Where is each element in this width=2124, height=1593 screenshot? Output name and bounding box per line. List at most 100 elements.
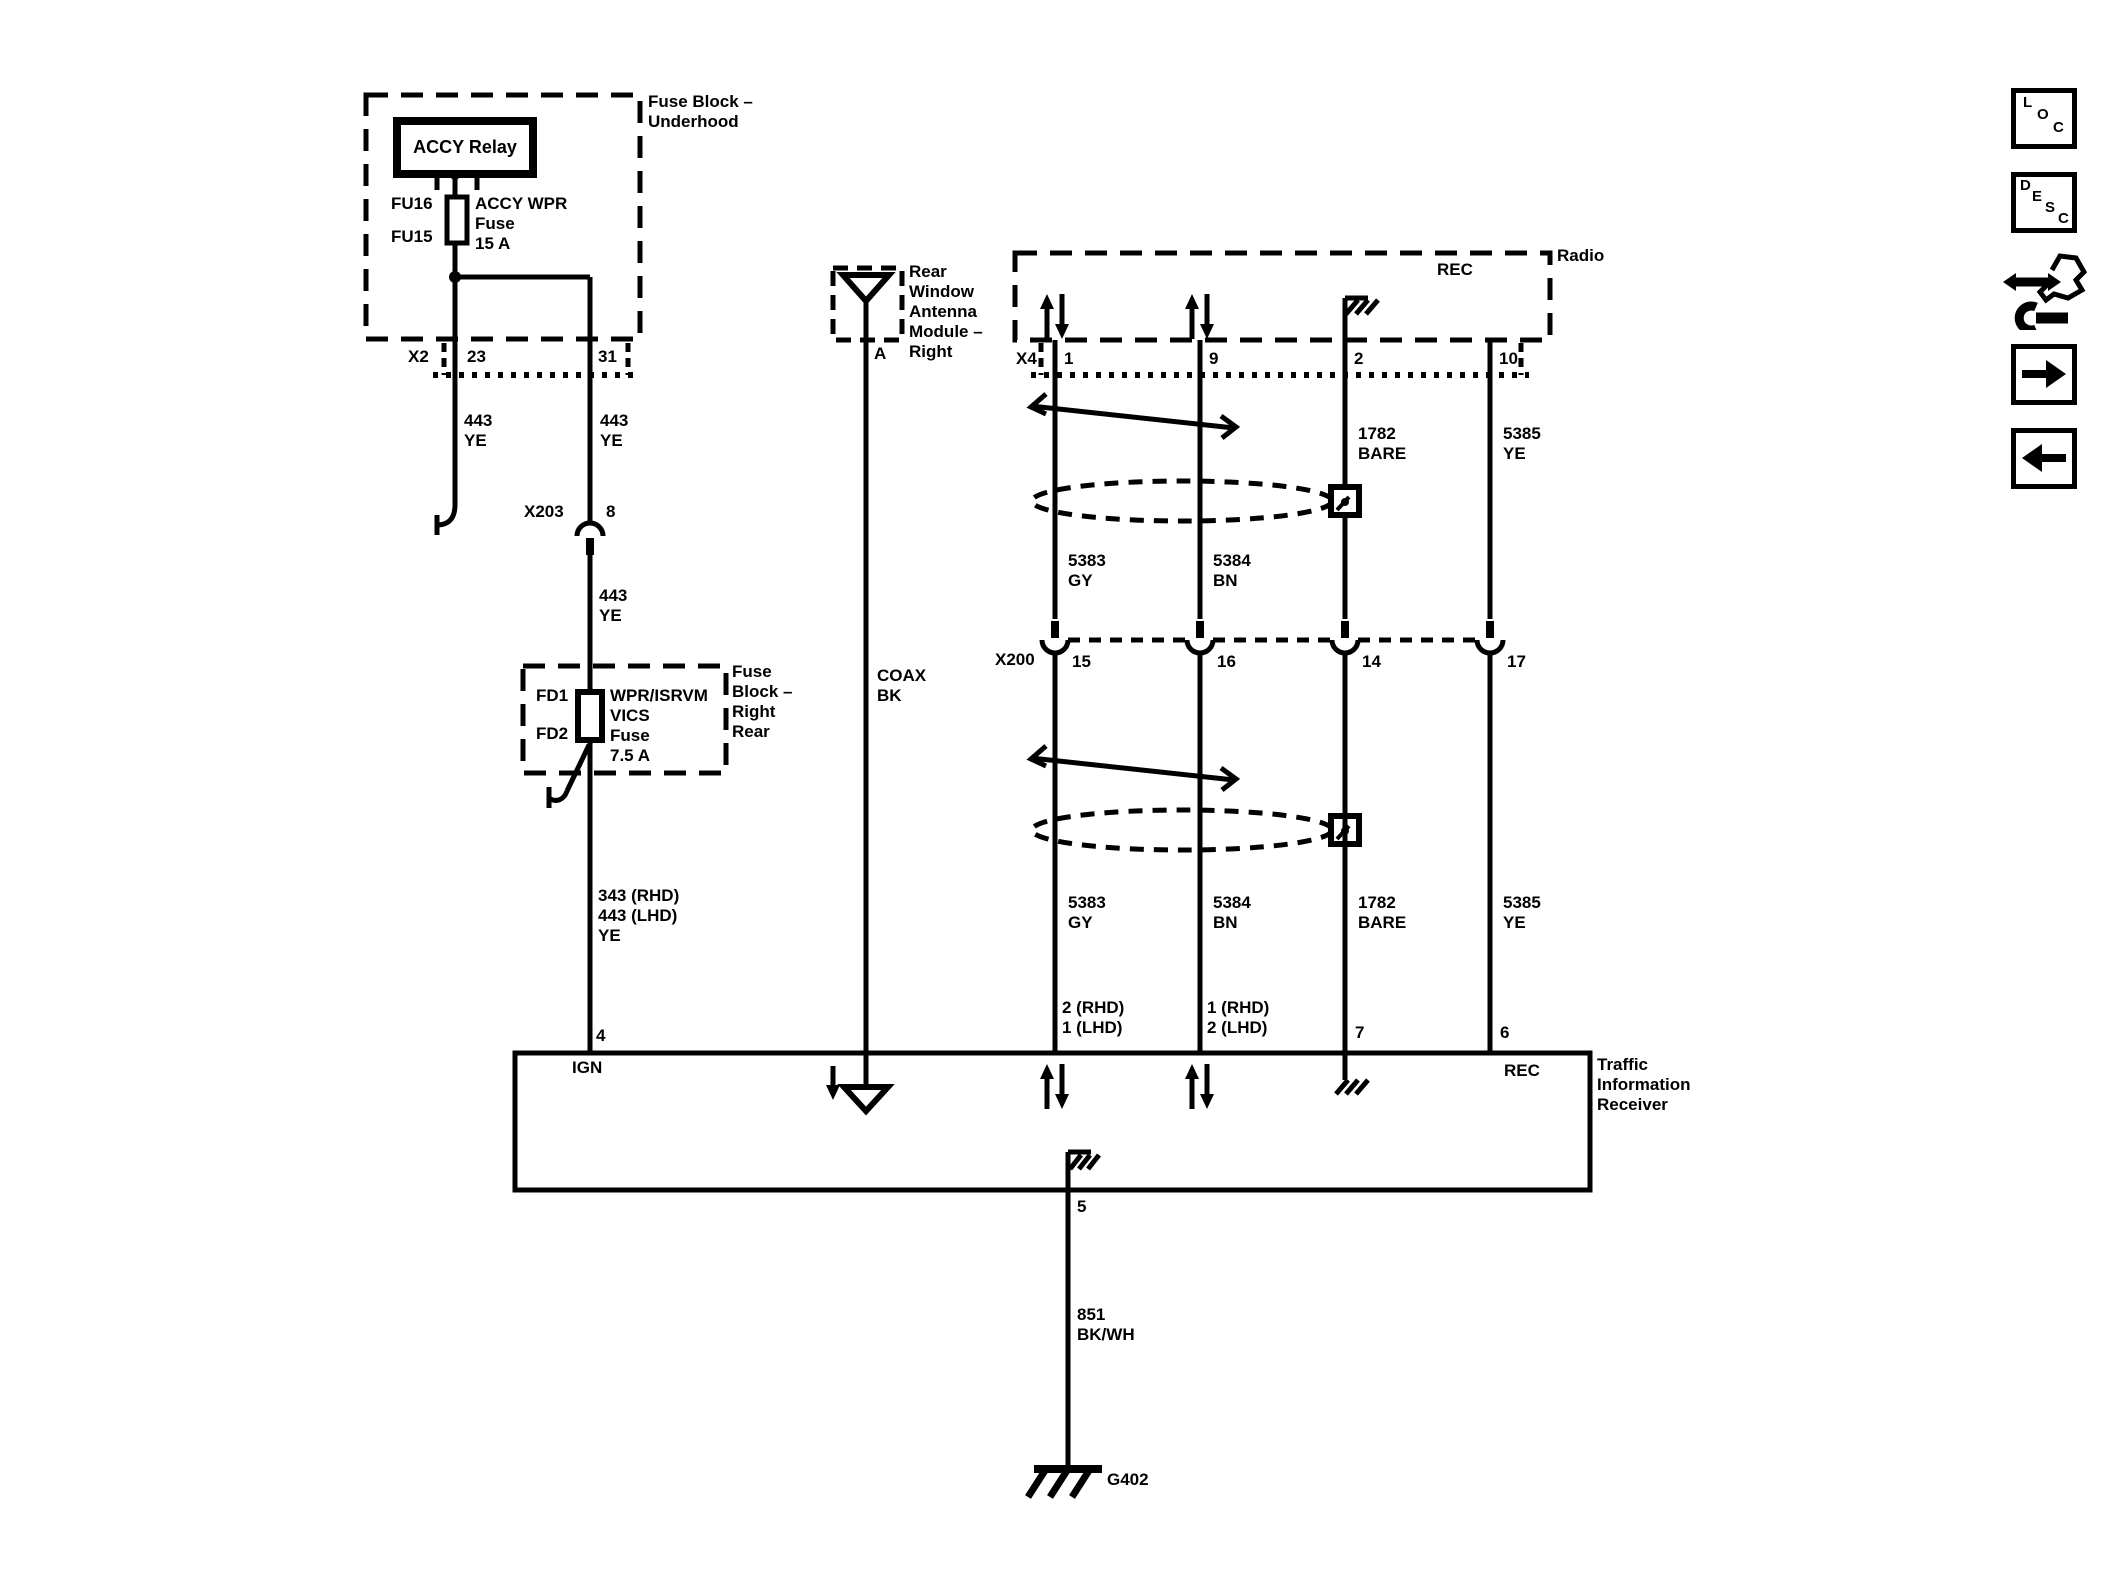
- receiver-pin-w1: 2 (RHD) 1 (LHD): [1062, 998, 1125, 1037]
- twisted-pair-upper-right-hook: [1219, 413, 1241, 440]
- fuse-pin-fd2: FD2: [536, 724, 569, 743]
- antenna-module-title: Rear Window Antenna Module – Right: [909, 262, 983, 361]
- wire-443-left-terminal-hook: [434, 504, 458, 535]
- loc-letter: L: [2023, 94, 2033, 111]
- connector-x4-pin2: 2: [1354, 349, 1364, 368]
- forward-arrow-icon: [2022, 360, 2066, 388]
- wire-label-5385-lower: 5385 YE: [1503, 893, 1541, 932]
- underhood-fuse-block-box: [363, 92, 643, 342]
- antenna-pin-a: A: [874, 344, 887, 363]
- down-arrow-icon: [1055, 324, 1069, 339]
- fuse-pin-fd1: FD1: [536, 686, 569, 705]
- connector-x200-pin17: [1474, 639, 1506, 656]
- loc-letter: O: [2037, 106, 2049, 123]
- loc-button[interactable]: L O C: [2011, 88, 2077, 149]
- fuse-pin-fu15: FU15: [391, 227, 433, 246]
- forward-button[interactable]: [2011, 344, 2077, 405]
- shield-ellipse-lower: [1029, 807, 1335, 853]
- accy-relay: ACCY Relay: [393, 117, 537, 178]
- x200-terminal-16: [1196, 621, 1204, 638]
- shield-drain-upper-dot: [1341, 498, 1349, 506]
- up-arrow-icon: [1040, 294, 1054, 309]
- receiver-rec-label: REC: [1504, 1061, 1540, 1080]
- wire-label-851: 851 BK/WH: [1077, 1305, 1135, 1344]
- antenna-symbol: [836, 272, 896, 306]
- up-arrow-icon: [1040, 1064, 1054, 1079]
- receiver-title: Traffic Information Receiver: [1597, 1055, 1691, 1114]
- wire-label-5383-upper: 5383 GY: [1068, 551, 1106, 590]
- twisted-pair-lower: [1030, 755, 1235, 783]
- connector-x200-pin16: [1184, 639, 1216, 656]
- loc-letter: C: [2053, 119, 2064, 136]
- receiver-pin-w2: 1 (RHD) 2 (LHD): [1207, 998, 1270, 1037]
- connector-x2-pin31: 31: [598, 347, 617, 366]
- receiver-ground7-icon: [1334, 1078, 1370, 1096]
- connector-x200-pin17: 17: [1507, 652, 1526, 671]
- right-rear-fuse-block-title: Fuse Block – Right Rear: [732, 662, 793, 741]
- twisted-pair-lower-right-hook: [1219, 765, 1241, 792]
- connector-x200-pin15: 15: [1072, 652, 1091, 671]
- twisted-pair-upper: [1030, 403, 1235, 431]
- receiver-ground5-icon: [1068, 1153, 1101, 1171]
- fd-fuse-branch-hook: [546, 743, 592, 808]
- connector-x4-pin9: 9: [1209, 349, 1219, 368]
- down-arrow-icon: [1055, 1094, 1069, 1109]
- traffic-information-receiver-box: [512, 1050, 1593, 1193]
- radio-title: Radio: [1557, 246, 1605, 265]
- down-arrow-icon: [1200, 1094, 1214, 1109]
- connector-x200-pin14: [1329, 639, 1361, 656]
- fuse-pin-fu16: FU16: [391, 194, 433, 213]
- connector-x2-label: X2: [408, 347, 429, 366]
- wire-label-443-lower: 443 YE: [599, 586, 628, 625]
- wire-label-443-right: 443 YE: [600, 411, 629, 450]
- connector-x4-pin10: 10: [1499, 349, 1518, 368]
- g402-ground-icon: [1025, 1467, 1093, 1499]
- connector-x200-pin15: [1039, 639, 1071, 656]
- wire-label-5383-lower: 5383 GY: [1068, 893, 1106, 932]
- wpr-isrvm-fuse-label: WPR/ISRVM VICS Fuse 7.5 A: [610, 686, 708, 765]
- wire-label-coax: COAX BK: [877, 666, 927, 705]
- desc-letter: E: [2032, 188, 2043, 205]
- wire-label-1782-upper: 1782 BARE: [1358, 424, 1407, 463]
- back-button[interactable]: [2011, 428, 2077, 489]
- desc-letter: C: [2058, 210, 2069, 227]
- twisted-pair-lower-left-hook: [1026, 744, 1048, 769]
- right-rear-fuse-block-box: [520, 663, 729, 776]
- x200-terminal-15: [1051, 621, 1059, 638]
- connector-x203-symbol: [574, 520, 606, 537]
- fuse-fu15-symbol: [444, 194, 470, 246]
- connector-x203-label: X203: [524, 502, 564, 521]
- x200-terminal-17: [1486, 621, 1494, 638]
- hotspot-link-icon[interactable]: [2002, 248, 2090, 330]
- connector-x203-pin8: 8: [606, 502, 616, 521]
- up-arrow-icon: [1185, 294, 1199, 309]
- wire-label-5384-upper: 5384 BN: [1213, 551, 1251, 590]
- splice-junction-dot: [449, 271, 461, 283]
- x200-terminal-14: [1341, 621, 1349, 638]
- wire-label-5385-upper: 5385 YE: [1503, 424, 1541, 463]
- receiver-pin4: 4: [596, 1026, 606, 1045]
- ground-g402-label: G402: [1107, 1470, 1149, 1489]
- connector-x200-pin14: 14: [1362, 652, 1381, 671]
- receiver-ign-label: IGN: [572, 1058, 603, 1077]
- connector-x4-label: X4: [1016, 349, 1037, 368]
- down-arrow-icon: [826, 1085, 840, 1100]
- receiver-pin6: 6: [1500, 1023, 1510, 1042]
- desc-button[interactable]: D E S C: [2011, 172, 2077, 233]
- connector-x200-pin16: 16: [1217, 652, 1236, 671]
- radio-ground-icon: [1344, 298, 1380, 316]
- wire-label-443-left: 443 YE: [464, 411, 493, 450]
- connector-x200-label: X200: [995, 650, 1035, 669]
- back-arrow-icon: [2022, 444, 2066, 472]
- connector-x4-pin1: 1: [1064, 349, 1074, 368]
- shield-ellipse-upper: [1029, 478, 1335, 524]
- receiver-pin5: 5: [1077, 1197, 1087, 1216]
- wire-label-343: 343 (RHD) 443 (LHD) YE: [598, 886, 680, 945]
- radio-rec-label: REC: [1437, 260, 1473, 279]
- wire-label-1782-lower: 1782 BARE: [1358, 893, 1407, 932]
- receiver-signal-arrow-shafts: [1044, 1064, 1210, 1109]
- up-arrow-icon: [1185, 1064, 1199, 1079]
- fuse-fd1-symbol: [575, 689, 605, 743]
